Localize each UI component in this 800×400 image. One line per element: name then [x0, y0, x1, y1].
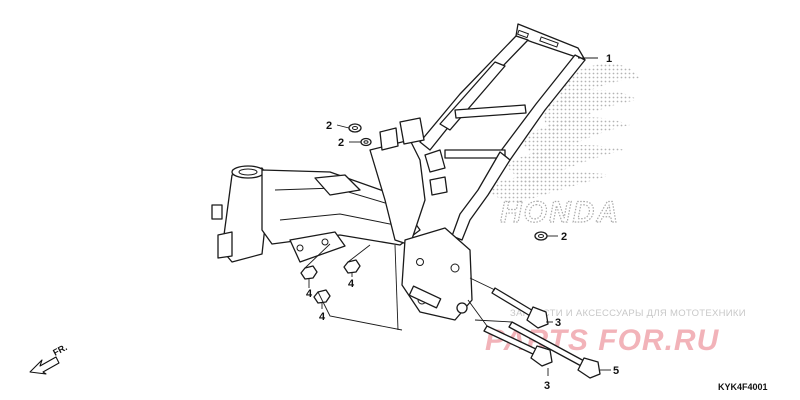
callout-4-a: 4 [306, 288, 313, 300]
callout-4-b: 4 [348, 278, 355, 290]
diagram-code: KYK4F4001 [718, 382, 768, 392]
front-direction-arrow: FR. [29, 342, 69, 375]
bolt-part-5 [508, 321, 601, 379]
honda-watermark-text: HONDA [500, 196, 620, 229]
callout-4-c: 4 [319, 311, 326, 323]
leader-lines [304, 57, 611, 376]
callout-2-a: 2 [326, 120, 332, 132]
washer-part-2-c [534, 231, 548, 241]
callout-5: 5 [613, 365, 619, 377]
callout-2-c: 2 [561, 231, 567, 243]
washer-part-2-b [360, 137, 372, 147]
shop-watermark-tagline: ЗАПЧАСТИ И АКСЕССУАРЫ ДЛЯ МОТОТЕХНИКИ [510, 308, 746, 319]
nut-part-4-c [313, 289, 331, 304]
bolt-part-3-lower [483, 325, 553, 367]
main-frame [211, 23, 586, 321]
callout-3-lower: 3 [544, 380, 550, 392]
callout-2-b: 2 [338, 137, 344, 149]
nut-part-4-b [343, 259, 361, 274]
honda-wing-watermark [480, 63, 640, 205]
bolt-part-3-upper [491, 287, 549, 329]
arrow-icon [29, 356, 60, 375]
callout-1: 1 [606, 53, 612, 65]
front-arrow-label: FR. [51, 342, 68, 358]
nut-part-4-a [300, 265, 318, 280]
callout-3-upper: 3 [555, 317, 561, 329]
washer-part-2-a [348, 123, 362, 133]
